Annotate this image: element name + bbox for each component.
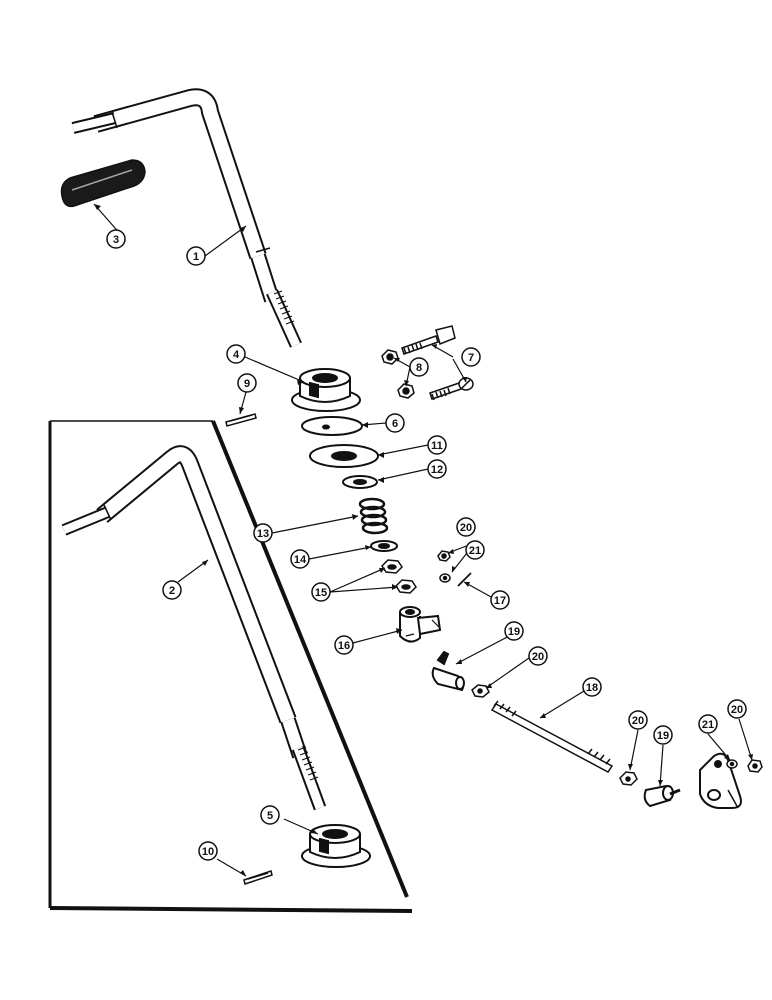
svg-text:15: 15 [315,587,327,599]
part-20-nut-right [747,759,763,773]
callout-20-right: 20 [727,699,747,719]
callout-19-upper: 19 [504,621,524,641]
svg-text:20: 20 [731,704,743,716]
callout-9: 9 [237,373,257,393]
callout-8: 8 [409,357,429,377]
svg-text:3: 3 [113,234,119,246]
callout-21-upper: 21 [465,540,485,560]
svg-text:2: 2 [169,585,175,597]
callout-15: 15 [311,582,331,602]
part-10-pin [243,870,273,885]
callout-5: 5 [260,805,280,825]
part-19-swivel-lower [643,784,681,808]
callout-18: 18 [582,677,602,697]
callout-6: 6 [385,413,405,433]
svg-text:5: 5 [267,810,273,822]
callout-2: 2 [162,580,182,600]
svg-text:6: 6 [392,418,398,430]
part-8-nuts [381,349,415,399]
svg-text:20: 20 [460,522,472,534]
callout-19-lower: 19 [653,725,673,745]
svg-text:19: 19 [657,730,669,742]
part-11-friction-disc [309,444,379,468]
part-21-lock-washer-lower [726,759,738,769]
callout-16: 16 [334,635,354,655]
callout-20-middle: 20 [528,646,548,666]
svg-text:1: 1 [193,251,199,263]
part-20-nut-middle [471,684,490,698]
part-19-swivel-upper [431,650,465,692]
part-2-alternate-lever [61,445,327,811]
svg-text:16: 16 [338,640,350,652]
svg-text:17: 17 [494,595,506,607]
svg-text:12: 12 [431,464,443,476]
part-4-lever-hub [291,368,361,412]
callout-4: 4 [226,344,246,364]
callout-14: 14 [290,549,310,569]
part-20-nut-lower [619,771,638,786]
svg-text:21: 21 [702,719,714,731]
part-14-washer [370,540,398,552]
part-13-spring [358,497,389,535]
svg-text:14: 14 [294,554,307,566]
leader-arrowheads [94,204,753,876]
part-20-nut-upper [437,550,451,562]
leader-lines [93,203,753,877]
part-21-lock-washer-upper [439,573,451,583]
callout-20-lower: 20 [628,710,648,730]
part-1-shift-lever [71,88,302,348]
bellcrank-plate [699,752,742,809]
part-12-washer [342,475,378,489]
callout-7: 7 [461,347,481,367]
svg-text:7: 7 [468,352,474,364]
svg-text:10: 10 [202,846,214,858]
svg-text:13: 13 [257,528,269,540]
part-16-lever-arm [399,606,442,643]
svg-text:20: 20 [632,715,644,727]
part-18-control-rod [490,700,614,773]
svg-text:11: 11 [431,440,443,452]
part-15-nuts [381,559,417,594]
callout-20-upper: 20 [456,517,476,537]
part-6-washer [301,416,363,436]
callout-1: 1 [186,246,206,266]
part-3-lever-knob [60,159,146,208]
svg-text:21: 21 [469,545,481,557]
svg-text:4: 4 [233,349,240,361]
alternate-lever-inset-panel [48,420,413,913]
svg-text:20: 20 [532,651,544,663]
svg-text:8: 8 [416,362,422,374]
part-9-pin [225,413,257,427]
callout-21-lower: 21 [698,714,718,734]
svg-text:9: 9 [244,378,250,390]
callout-12: 12 [427,459,447,479]
svg-text:19: 19 [508,626,520,638]
svg-text:18: 18 [586,682,598,694]
callout-11: 11 [427,435,447,455]
part-17-pin [457,572,472,587]
callout-13: 13 [253,523,273,543]
callout-3: 3 [106,229,126,249]
callout-10: 10 [198,841,218,861]
part-5-lever-hub [301,824,371,868]
callout-17: 17 [490,590,510,610]
part-7-bolts [401,325,474,401]
